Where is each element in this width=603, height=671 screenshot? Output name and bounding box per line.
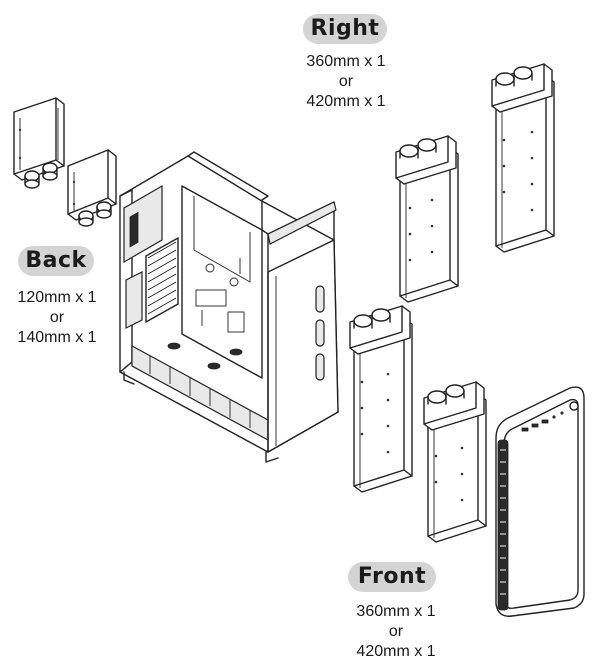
front-radiator-420-icon	[349, 305, 413, 493]
back-title-badge: Back	[18, 246, 94, 276]
front-radiator-360-icon	[423, 381, 487, 543]
front-radiator-sizes: 360mm x 1 or 420mm x 1	[336, 602, 456, 662]
right-radiator-360-icon	[395, 135, 459, 303]
front-title-badge: Front	[348, 562, 436, 592]
right-or-text: or	[338, 73, 354, 90]
back-radiator-sizes: 120mm x 1 or 140mm x 1	[0, 288, 114, 348]
back-or-text: or	[49, 309, 65, 326]
right-radiator-sizes: 360mm x 1 or 420mm x 1	[286, 52, 406, 112]
front-size-360: 360mm x 1	[356, 603, 436, 620]
right-size-420: 420mm x 1	[306, 93, 386, 110]
back-radiator-120-icon	[13, 97, 65, 189]
right-title-badge: Right	[303, 14, 387, 44]
right-size-360: 360mm x 1	[306, 53, 386, 70]
front-size-420: 420mm x 1	[356, 643, 436, 660]
front-or-text: or	[388, 623, 404, 640]
front-panel-icon	[495, 386, 585, 617]
pc-case-icon	[119, 151, 339, 463]
back-size-140: 140mm x 1	[17, 329, 97, 346]
right-radiator-420-icon	[491, 63, 555, 253]
back-size-120: 120mm x 1	[17, 289, 97, 306]
back-radiator-140-icon	[67, 149, 117, 227]
